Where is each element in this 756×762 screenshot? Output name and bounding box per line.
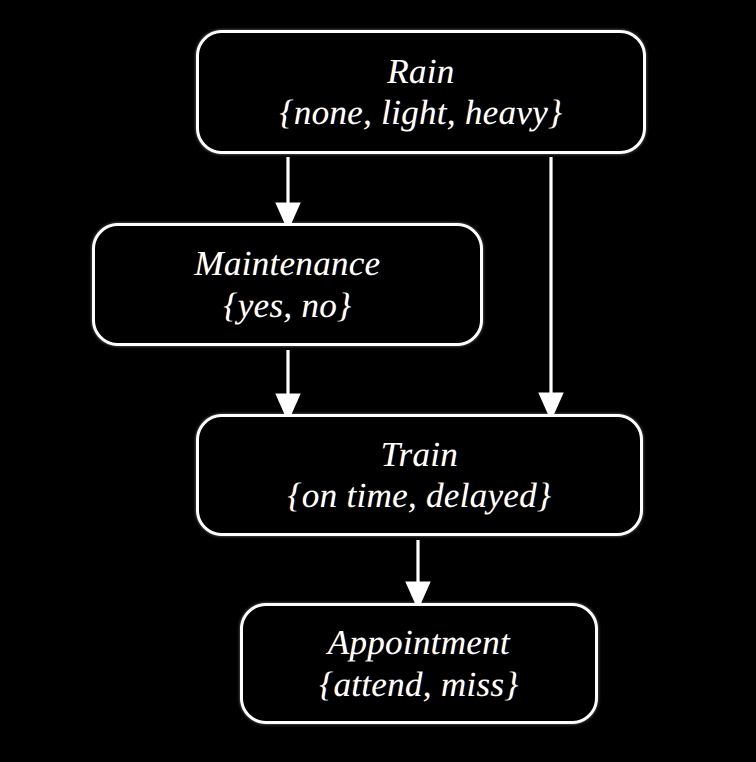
node-rain-states: {none, light, heavy} [279, 93, 563, 132]
node-appointment-label: Appointment [327, 623, 511, 663]
node-appointment-states: {attend, miss} [319, 664, 519, 704]
node-maintenance-label: Maintenance [194, 244, 381, 284]
node-train-label: Train [380, 434, 459, 474]
node-train[interactable]: Train {on time, delayed} [196, 414, 643, 536]
node-maintenance-states: {yes, no} [223, 285, 352, 325]
node-train-states: {on time, delayed} [287, 476, 552, 515]
node-rain[interactable]: Rain {none, light, heavy} [196, 30, 646, 154]
node-maintenance[interactable]: Maintenance {yes, no} [92, 223, 483, 346]
node-appointment[interactable]: Appointment {attend, miss} [240, 603, 598, 724]
node-rain-label: Rain [387, 51, 455, 91]
